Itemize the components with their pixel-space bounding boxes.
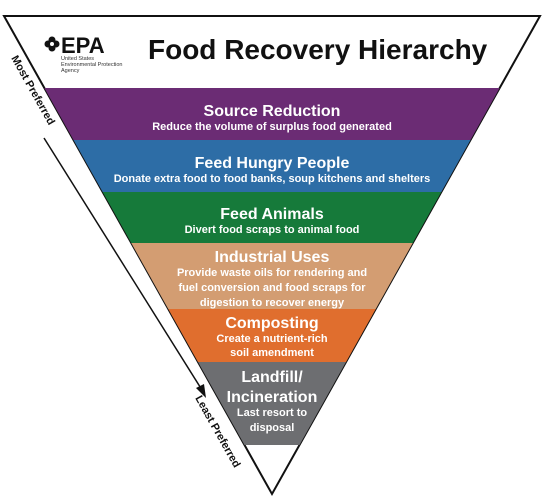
tier-band (73, 140, 471, 192)
epa-agency-line-1: United States (61, 56, 94, 62)
tier-description: fuel conversion and food scraps for (178, 282, 366, 294)
tier-description: Reduce the volume of surplus food genera… (152, 121, 392, 133)
tier-title: Feed Animals (220, 206, 324, 223)
tier-title: Composting (225, 315, 318, 332)
tier-band (44, 88, 500, 140)
tier-description: Donate extra food to food banks, soup ki… (114, 173, 431, 185)
tier-band (168, 309, 376, 362)
tier-band (102, 192, 442, 243)
tier-band (131, 243, 413, 309)
preference-arrow (43, 137, 206, 398)
tier-title: Incineration (227, 389, 318, 406)
epa-agency-line-2: Environmental Protection (61, 62, 122, 68)
epa-logo-text: EPA (61, 33, 105, 58)
tier-description: Provide waste oils for rendering and (177, 267, 367, 279)
epa-agency-line-3: Agency (61, 68, 80, 74)
tier-description: Create a nutrient-rich (216, 333, 328, 345)
tier-title: Landfill/ (241, 369, 303, 386)
diagram-title: Food Recovery Hierarchy (148, 34, 488, 65)
tier-description: Divert food scraps to animal food (185, 224, 360, 236)
tier-description: digestion to recover energy (200, 297, 345, 309)
tier-band (197, 362, 347, 445)
tier-description: disposal (250, 422, 295, 434)
tier-description: soil amendment (230, 347, 314, 359)
arrow-head-icon (196, 384, 206, 398)
epa-flower-icon (44, 36, 60, 52)
tier-title: Feed Hungry People (195, 155, 350, 172)
epa-logo: EPA United States Environmental Protecti… (44, 33, 122, 74)
tier-description: Last resort to (237, 407, 308, 419)
arrow-shaft (43, 137, 203, 391)
tier-title: Source Reduction (204, 103, 341, 120)
tier-title: Industrial Uses (215, 249, 330, 266)
